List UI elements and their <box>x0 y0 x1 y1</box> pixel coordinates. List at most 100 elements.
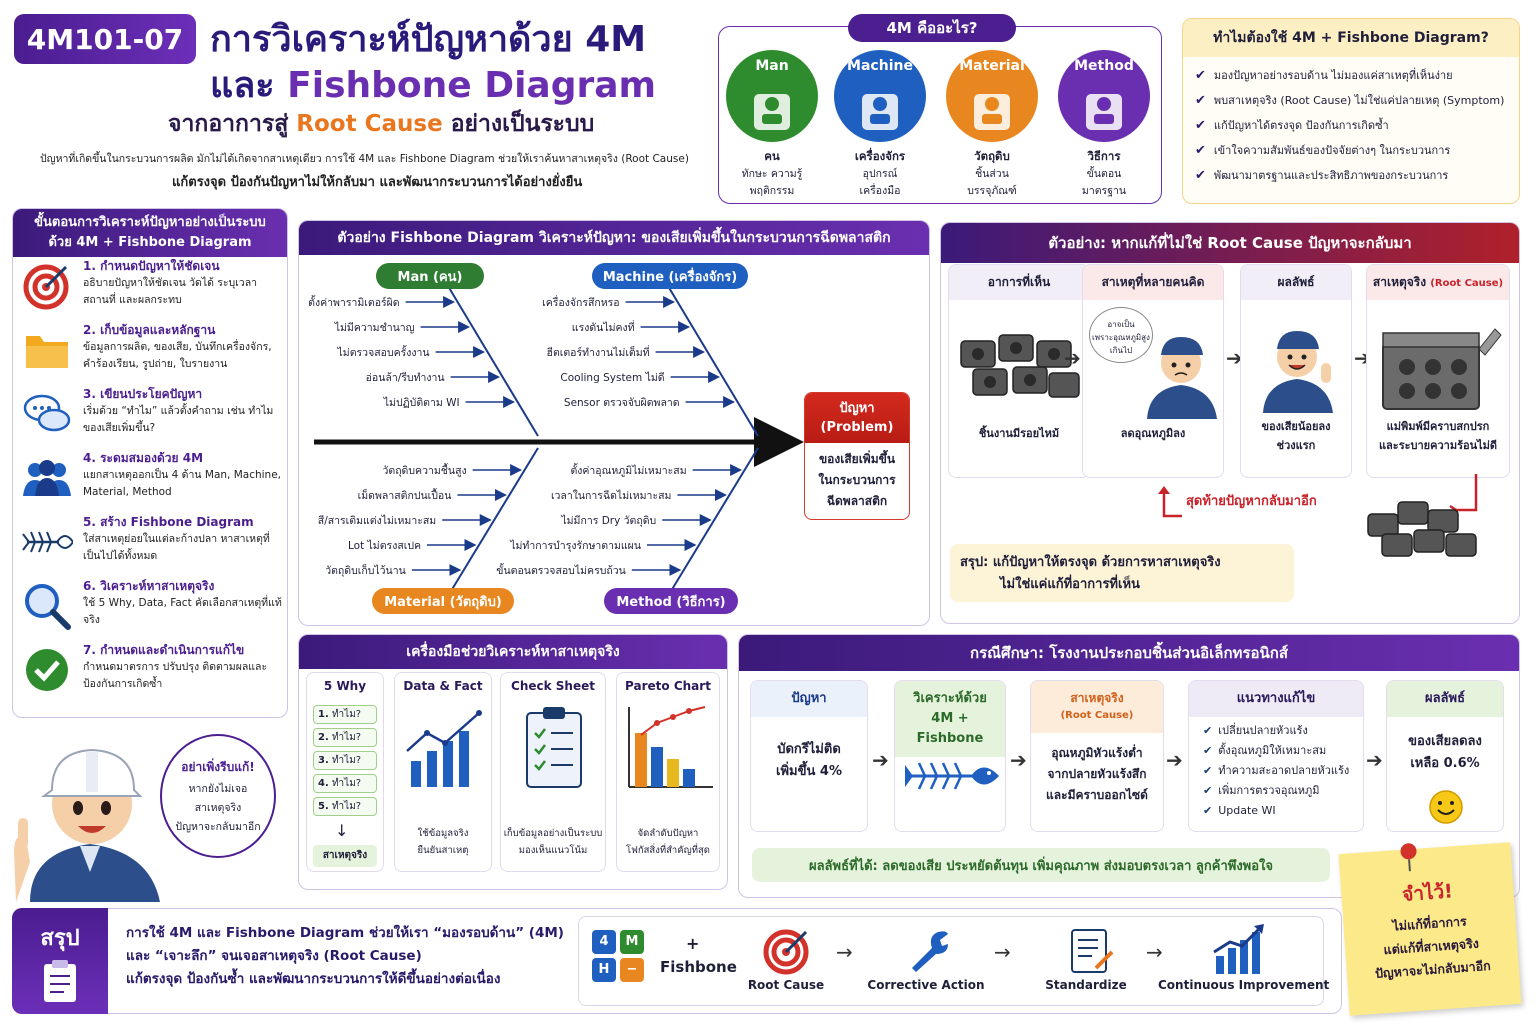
fish-skeleton-icon <box>905 762 999 790</box>
step-item: 6. วิเคราะห์หาสาเหตุจริงใช้ 5 Why, Data,… <box>17 575 285 637</box>
case-root-cause-body: อุณหภูมิหัวแร้งต่ำ จากปลายหัวแร้งสึก และ… <box>1031 743 1163 806</box>
assumed-cause-caption-line1: ลดอุณหภูมิลง <box>1120 427 1186 440</box>
example-card-result: ผลลัพธ์ ของเสียน้อยลง ช่วงแรก <box>1240 264 1352 478</box>
tool-data-fact-cap2: ยืนยันสาเหตุ <box>417 845 469 856</box>
symptom-caption: ชิ้นงานมีรอยไหม้ <box>949 424 1089 443</box>
why-use-item: ✔พัฒนามาตรฐานและประสิทธิภาพของกระบวนการ <box>1195 163 1507 188</box>
tool-5why: 5 Why 1. ทำไม?2. ทำไม?3. ทำไม?4. ทำไม?5.… <box>306 672 384 872</box>
improvement-flow <box>578 916 1324 1006</box>
tool-check-sheet-cap2: มองเห็นแนวโน้ม <box>518 845 588 856</box>
case-problem-head: ปัญหา <box>751 681 867 717</box>
cause-label: ไม่มีความชำนาญ <box>334 322 415 334</box>
example-summary: สรุป: แก้ปัญหาให้ตรงจุด ด้วยการหาสาเหตุจ… <box>950 544 1294 602</box>
fishbone-icon <box>19 517 75 567</box>
page-subtitle: จากอาการสู่ Root Cause อย่างเป็นระบบ <box>168 106 594 142</box>
steps-title-line1: ขั้นตอนการวิเคราะห์ปัญหาอย่างเป็นระบบ <box>34 215 266 230</box>
case-solution-list: ✔เปลี่ยนปลายหัวแร้ง✔ตั้งอุณหภูมิให้เหมาะ… <box>1189 717 1363 825</box>
why-use-item-text: มองปัญหาอย่างรอบด้าน ไม่มองแค่สาเหตุที่เ… <box>1213 69 1453 82</box>
dirty-mold-icon <box>1382 328 1502 410</box>
why5-row-text: ทำไม? <box>331 755 362 766</box>
bubble-line-2: สาเหตุจริง <box>194 802 242 814</box>
problem-head-line1: ปัญหา <box>839 401 875 416</box>
fishbone-category-machine: Machine (เครื่องจักร) <box>592 263 748 289</box>
tool-pareto-cap1: จัดลำดับปัญหา <box>637 828 699 839</box>
four-m-name: เครื่องจักร <box>854 149 906 163</box>
step-desc: ใส่สาเหตุย่อยในแต่ละก้างปลา หาสาเหตุที่เ… <box>83 533 270 562</box>
bubble-line-1: หากยังไม่เจอ <box>188 783 248 795</box>
four-m-desc-2: เครื่องมือ <box>859 185 901 197</box>
result-caption-line2: ช่วงแรก <box>1276 439 1316 452</box>
fishbone-category-man: Man (คน) <box>376 263 484 289</box>
why5-row: 3. ทำไม? <box>313 751 377 770</box>
why-use-item: ✔พบสาเหตุจริง (Root Cause) ไม่ใช่แค่ปลาย… <box>1195 88 1507 113</box>
four-m-label: Machine <box>847 58 913 74</box>
magnifier-icon <box>19 581 75 631</box>
four-m-desc-2: พฤติกรรม <box>749 185 795 197</box>
checkmark-icon: ✔ <box>1203 804 1213 817</box>
check-circle-icon <box>19 645 75 695</box>
team-icon <box>19 453 75 503</box>
cause-label: ไม่ตรวจสอบครั้งงาน <box>337 347 430 359</box>
example-card-symptom: อาการที่เห็น ชิ้นงานมีรอยไหม้ <box>948 264 1090 478</box>
cause-label: วัตถุดิบเก็บไว้นาน <box>325 565 406 577</box>
case-root-cause-card: สาเหตุจริง (Root Cause) อุณหภูมิหัวแร้งต… <box>1030 680 1164 832</box>
steps-title-line2: ด้วย 4M + Fishbone Diagram <box>48 235 252 250</box>
why5-row-number: 4. <box>318 778 329 789</box>
summary-label-text: สรุป <box>40 926 80 951</box>
why5-row-text: ทำไม? <box>331 778 362 789</box>
fishbone-label: Fishbone <box>660 958 737 976</box>
example-card-assumed-cause: สาเหตุที่หลายคนคิด อาจเป็น เพราะอุณหภูมิ… <box>1082 264 1224 478</box>
happy-worker-icon <box>1263 331 1333 413</box>
four-m-name: วัตถุดิบ <box>974 149 1010 163</box>
tool-data-fact: Data & Fact ใช้ข้อมูลจริง ยืนยันสาเหตุ <box>394 672 492 872</box>
checkmark-icon: ✔ <box>1203 764 1213 777</box>
step-item: 4. ระดมสมองด้วย 4M แยกสาเหตุออกเป็น 4 ด้า… <box>17 447 285 509</box>
cause-label: ขั้นตอนตรวจสอบไม่ครบถ้วน <box>496 565 626 577</box>
why5-row-text: ทำไม? <box>331 709 362 720</box>
checkmark-icon: ✔ <box>1195 143 1206 158</box>
cause-label: ไม่มีการ Dry วัตถุดิบ <box>561 515 657 527</box>
box-icon: Material <box>946 50 1038 142</box>
tool-check-sheet-head: Check Sheet <box>511 679 595 693</box>
subtitle-accent: Root Cause <box>296 111 443 137</box>
step-item: 3. เขียนประโยคปัญหาเริ่มด้วย “ทำไม” แล้ว… <box>17 383 285 445</box>
fishbone-title: ตัวอย่าง Fishbone Diagram วิเคราะห์ปัญหา… <box>299 221 929 255</box>
steps-panel: ขั้นตอนการวิเคราะห์ปัญหาอย่างเป็นระบบ ด้… <box>12 208 288 718</box>
arrow-icon: ➔ <box>1010 748 1027 772</box>
folder-icon <box>19 325 75 375</box>
wrench-icon <box>912 931 948 972</box>
case-study-title: กรณีศึกษา: โรงงานประกอบชิ้นส่วนอิเล็กทรอ… <box>739 635 1519 671</box>
root-cause-caption-line1: แม่พิมพ์มีคราบสกปรก <box>1386 420 1490 433</box>
confused-worker-icon <box>1147 337 1217 419</box>
result-head: ผลลัพธ์ <box>1241 265 1351 300</box>
thought-line-2: เพราะอุณหภูมิสูง <box>1092 333 1150 342</box>
case-root-cause-line2: จากปลายหัวแร้งสึก <box>1047 767 1147 781</box>
bone-man <box>447 285 539 437</box>
fishbone-diagram <box>314 285 804 597</box>
arrow-icon: ➔ <box>1226 346 1243 370</box>
why5-row: 2. ทำไม? <box>313 728 377 747</box>
case-solution-text: ตั้งอุณหภูมิให้เหมาะสม <box>1218 744 1327 757</box>
chat-icon <box>19 389 75 439</box>
target-icon <box>19 261 75 311</box>
step-desc: แยกสาเหตุออกเป็น 4 ด้าน Man, Machine, Ma… <box>83 469 282 498</box>
case-problem-body: บัดกรีไม่ติด เพิ่มขึ้น 4% <box>751 739 867 783</box>
checkmark-icon: ✔ <box>1203 724 1213 737</box>
flow-label-corrective-action: Corrective Action <box>867 978 985 992</box>
example-summary-line1: สรุป: แก้ปัญหาให้ตรงจุด ด้วยการหาสาเหตุจ… <box>960 555 1221 570</box>
step-title: 4. ระดมสมองด้วย 4M <box>83 451 204 465</box>
case-root-cause-line1: อุณหภูมิหัวแร้งต่ำ <box>1051 746 1143 760</box>
step-title: 3. เขียนประโยคปัญหา <box>83 387 203 401</box>
case-solution-text: ทำความสะอาดปลายหัวแร้ง <box>1218 764 1350 777</box>
arrow-icon: → <box>836 940 853 964</box>
step-item: 2. เก็บข้อมูลและหลักฐานข้อมูลการผลิต, ขอ… <box>17 319 285 381</box>
cause-label: ตั้งค่าอุณหภูมิไม่เหมาะสม <box>570 465 687 477</box>
step-item: 1. กำหนดปัญหาให้ชัดเจนอธิบายปัญหาให้ชัดเ… <box>17 255 285 317</box>
problem-line-1: ของเสียเพิ่มขึ้น <box>818 452 896 466</box>
case-analyze-card: วิเคราะห์ด้วย 4M + Fishbone <box>894 680 1006 832</box>
checklist-icon <box>1071 929 1114 973</box>
arrow-icon: → <box>994 940 1011 964</box>
case-root-cause-head: สาเหตุจริง (Root Cause) <box>1031 681 1163 733</box>
target-icon <box>763 929 809 975</box>
